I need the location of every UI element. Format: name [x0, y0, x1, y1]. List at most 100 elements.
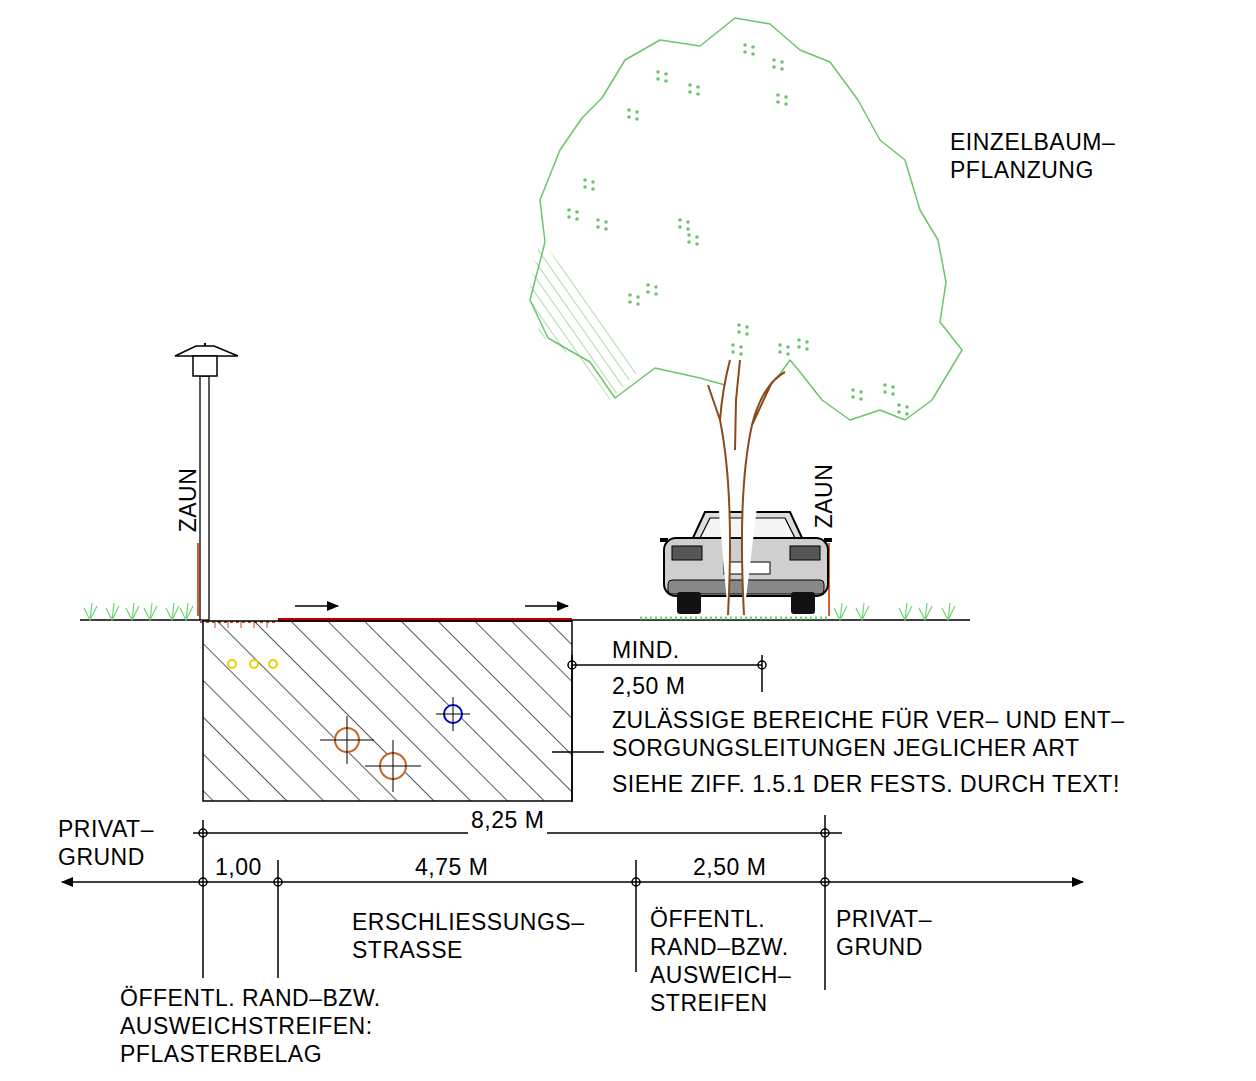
- leaf-dot: [805, 347, 809, 351]
- leaf-dot: [575, 210, 579, 214]
- leaf-dot: [780, 60, 784, 64]
- zone-label: PRIVAT– GRUND: [58, 815, 154, 871]
- leaf-dot: [776, 93, 780, 97]
- dimension-text: 2,50 M: [690, 853, 769, 881]
- leaf-dot: [891, 385, 895, 389]
- leaf-dot: [664, 72, 668, 76]
- leaf-dot: [635, 110, 639, 114]
- leaf-dot: [596, 225, 600, 229]
- leaf-dot: [751, 52, 755, 56]
- grass-tuft: [126, 603, 139, 620]
- grass-tuft: [899, 603, 912, 620]
- leaf-dot: [751, 45, 755, 49]
- fence-label: ZAUN: [174, 468, 202, 533]
- leaf-dot: [737, 330, 741, 334]
- leaf-dot: [604, 227, 608, 231]
- leaf-dot: [635, 117, 639, 121]
- leaf-dot: [739, 345, 743, 349]
- leaf-dot: [695, 235, 699, 239]
- leaf-dot: [883, 390, 887, 394]
- leaf-dot: [654, 292, 658, 296]
- leaf-dot: [797, 345, 801, 349]
- grass-tuft: [84, 603, 97, 620]
- cable-symbols: [228, 660, 277, 668]
- leaf-dot: [696, 85, 700, 89]
- leaf-dot: [688, 83, 692, 87]
- dimension-text: 8,25 M: [468, 806, 547, 834]
- dimension-text: 4,75 M: [412, 853, 491, 881]
- leaf-dot: [784, 95, 788, 99]
- leaf-dot: [743, 50, 747, 54]
- utility-zone: [203, 621, 572, 801]
- leaf-dot: [686, 220, 690, 224]
- leaf-dot: [797, 338, 801, 342]
- leaf-dot: [678, 225, 682, 229]
- leaf-dot: [664, 79, 668, 83]
- leaf-dot: [778, 343, 782, 347]
- dimension-text: MIND.: [612, 636, 680, 664]
- leaf-dot: [731, 343, 735, 347]
- leaf-dot: [897, 403, 901, 407]
- leaf-dot: [686, 227, 690, 231]
- dimension-lines: [62, 655, 1083, 990]
- leaf-dot: [591, 187, 595, 191]
- leaf-dot: [780, 67, 784, 71]
- leaf-dot: [628, 293, 632, 297]
- leaf-dot: [739, 352, 743, 356]
- leaf-dot: [654, 285, 658, 289]
- leaf-dot: [696, 92, 700, 96]
- leaf-dot: [604, 220, 608, 224]
- grass-strip: [640, 617, 830, 620]
- leaf-dot: [743, 43, 747, 47]
- leaf-dot: [656, 70, 660, 74]
- dimension-text: 2,50 M: [612, 672, 685, 700]
- grass-tuft: [834, 603, 847, 620]
- leaf-dot: [567, 208, 571, 212]
- grass-tuft: [856, 603, 869, 620]
- leaf-dot: [772, 65, 776, 69]
- leaf-dot: [745, 332, 749, 336]
- leaf-dot: [596, 218, 600, 222]
- reference-note: SIEHE ZIFF. 1.5.1 DER FESTS. DURCH TEXT!: [612, 770, 1120, 798]
- leaf-dot: [583, 178, 587, 182]
- leaf-dot: [575, 217, 579, 221]
- leaf-dot: [859, 397, 863, 401]
- leaf-dot: [786, 352, 790, 356]
- utility-note: ZULÄSSIGE BEREICHE FÜR VER– UND ENT– SOR…: [612, 706, 1232, 762]
- leaf-dot: [784, 102, 788, 106]
- grass-tuft: [144, 603, 157, 620]
- leaf-dot: [905, 405, 909, 409]
- leaf-dot: [859, 390, 863, 394]
- zone-label: ÖFFENTL. RAND–BZW. AUSWEICH– STREIFEN: [650, 905, 791, 1017]
- grass-tufts: [84, 603, 955, 620]
- leaf-dot: [567, 215, 571, 219]
- zone-label: ERSCHLIESSUNGS– STRASSE: [352, 908, 584, 964]
- leaf-dot: [646, 283, 650, 287]
- leaf-dot: [636, 295, 640, 299]
- leaf-dot: [688, 90, 692, 94]
- leaf-dot: [851, 395, 855, 399]
- leaf-dot: [591, 180, 595, 184]
- grass-tuft: [106, 603, 119, 620]
- plant-note: EINZELBAUM– PFLANZUNG: [950, 128, 1115, 184]
- leaf-dot: [695, 242, 699, 246]
- leaf-dot: [731, 350, 735, 354]
- leaf-dot: [883, 383, 887, 387]
- leaf-dot: [786, 345, 790, 349]
- leaf-dot: [628, 300, 632, 304]
- pipe-symbols: [320, 697, 470, 792]
- grass-tuft: [166, 603, 179, 620]
- fence: [197, 543, 199, 616]
- leaf-dot: [805, 340, 809, 344]
- leaf-dot: [737, 323, 741, 327]
- leaf-dot: [776, 100, 780, 104]
- flow-arrow: [295, 605, 338, 607]
- leaf-dot: [646, 290, 650, 294]
- leaf-dot: [745, 325, 749, 329]
- leaf-dot: [778, 350, 782, 354]
- leaf-dot: [905, 412, 909, 416]
- grass-tuft: [919, 603, 932, 620]
- leaf-dot: [678, 218, 682, 222]
- street-lamp: [175, 343, 238, 620]
- leaf-dot: [687, 240, 691, 244]
